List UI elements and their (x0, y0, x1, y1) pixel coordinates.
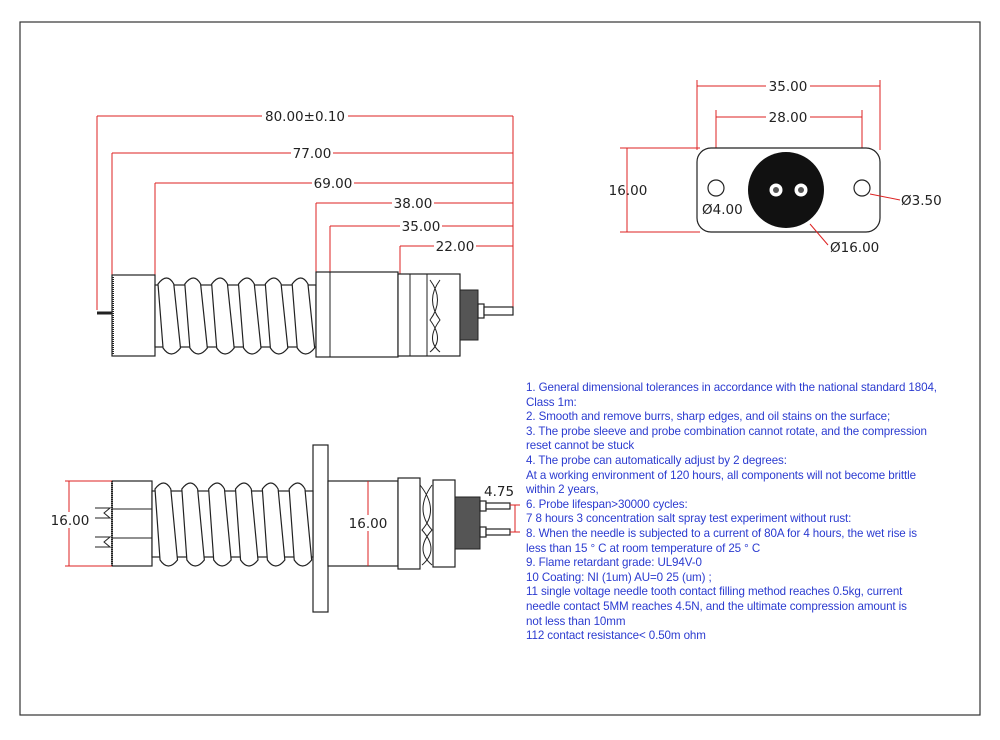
note-line: Class 1m: (526, 395, 577, 409)
note-line: reset cannot be stuck (526, 439, 635, 453)
note-line: needle contact 5MM reaches 4.5N, and the… (526, 599, 907, 613)
note-line: 112 contact resistance< 0.50m ohm (526, 629, 706, 643)
probe-top-view (97, 271, 514, 358)
dim-pin-pitch: 4.75 (484, 484, 514, 500)
note-line: 7 8 hours 3 concentration salt spray tes… (526, 512, 852, 526)
spring-coil (208, 482, 232, 567)
note-line: 11 single voltage needle tooth contact f… (526, 585, 903, 599)
spring-coil (264, 277, 289, 355)
note-line: 10 Coating: NI (1um) AU=0 25 (um) ; (526, 570, 712, 584)
spring-coil (154, 482, 179, 567)
spring-coil (181, 482, 205, 567)
drawing-border (19, 21, 981, 716)
dim-overall-length: 80.00±0.10 (265, 109, 345, 125)
technical-notes: 1. General dimensional tolerances in acc… (526, 381, 978, 644)
spring-coil (184, 277, 208, 355)
probe-side-view: 16.00 16.00 4.75 (48, 444, 520, 613)
note-line: At a working environment of 120 hours, a… (526, 468, 916, 482)
note-line: within 2 years, (526, 483, 599, 497)
note-line: 3. The probe sleeve and probe combinatio… (526, 424, 927, 438)
top-view-dimensions: 80.00±0.10 77.00 69.00 38.00 35.00 22.00 (96, 108, 514, 315)
spring-coil (234, 482, 259, 567)
note-line: not less than 10mm (526, 614, 626, 628)
spring-coil (291, 277, 316, 355)
spring-coil (261, 482, 286, 567)
dim-flange-height: 16.00 (609, 183, 648, 199)
note-line: 9. Flame retardant grade: UL94V-0 (526, 556, 702, 570)
dim-center-dia: Ø16.00 (830, 240, 879, 256)
dim-38: 38.00 (394, 196, 433, 212)
dim-hole-spacing: 28.00 (769, 110, 808, 126)
spring-coil (211, 277, 235, 355)
note-line: 2. Smooth and remove burrs, sharp edges,… (526, 410, 891, 424)
dim-flange-width: 35.00 (769, 79, 808, 95)
spring-coil (237, 277, 262, 355)
dim-22: 22.00 (436, 239, 475, 255)
dim-69: 69.00 (314, 176, 353, 192)
probe-front-view: 35.00 28.00 16.00 Ø4.00 Ø3.50 Ø16.00 (609, 78, 942, 256)
note-line: 1. General dimensional tolerances in acc… (526, 381, 937, 394)
spring-coil (288, 482, 313, 567)
dim-35: 35.00 (402, 219, 441, 235)
note-line: 4. The probe can automatically adjust by… (526, 453, 787, 467)
spring-coil (157, 277, 182, 355)
dim-body-diameter: 16.00 (349, 516, 388, 532)
dim-cap-diameter: 16.00 (51, 513, 90, 529)
dim-right-hole: Ø3.50 (901, 193, 942, 209)
note-line: 6. Probe lifespan>30000 cycles: (526, 497, 688, 511)
note-line: less than 15 ° C at room temperature of … (526, 541, 761, 555)
note-line: 8. When the needle is subjected to a cur… (526, 526, 917, 540)
dim-77: 77.00 (293, 146, 332, 162)
dim-left-hole: Ø4.00 (702, 202, 743, 218)
